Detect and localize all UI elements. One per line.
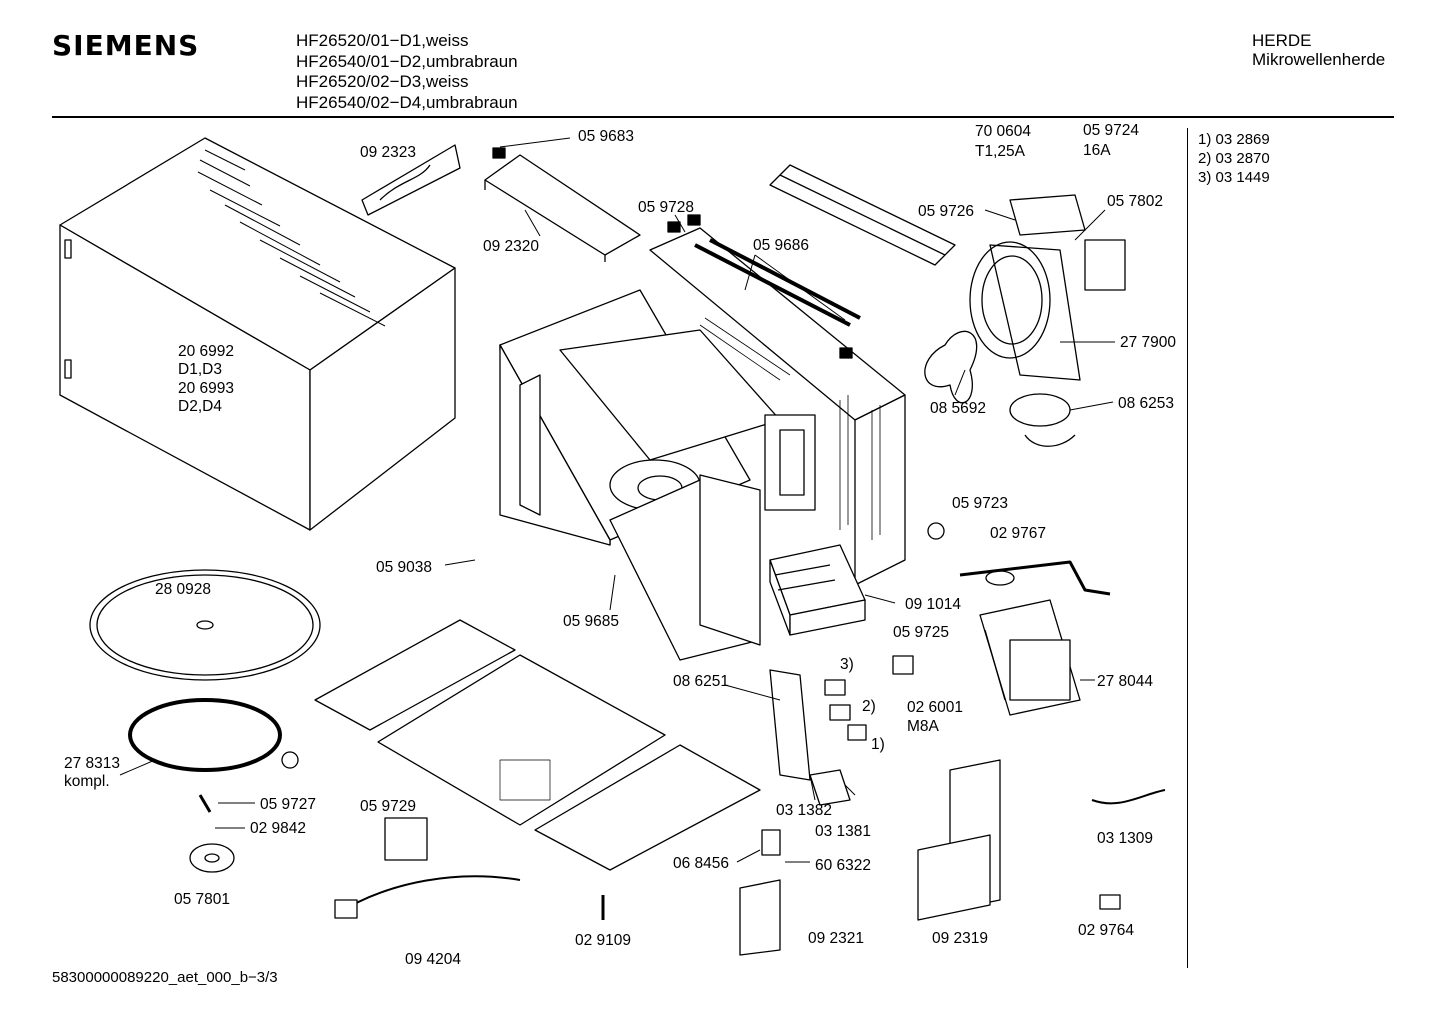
diode	[959, 560, 1111, 596]
leader-lines	[119, 137, 1115, 863]
part-label-059685: 05 9685	[563, 613, 620, 630]
part-label-700604-rating: T1,25A	[975, 143, 1025, 160]
part-label-059726: 05 9726	[918, 203, 975, 220]
note-ref-1: 1)	[871, 736, 885, 753]
header-divider	[52, 116, 1394, 118]
model-line-4: HF26540/02−D4,umbrabraun	[296, 92, 518, 112]
part-label-059683: 05 9683	[578, 128, 635, 145]
note-ref-3: 3)	[840, 656, 854, 673]
product-category: HERDE Mikrowellenherde	[1252, 31, 1385, 69]
part-label-029109: 02 9109	[575, 932, 632, 949]
part-label-057801: 05 7801	[174, 891, 231, 908]
category-line-1: HERDE	[1252, 31, 1312, 50]
base-plates	[314, 619, 761, 871]
lamp-socket	[739, 829, 781, 956]
notes-divider	[1187, 128, 1188, 968]
cover-plate	[384, 817, 428, 861]
part-label-086253: 08 6253	[1118, 395, 1175, 412]
part-label-094204: 09 4204	[405, 951, 462, 968]
part-label-031381: 03 1381	[815, 823, 872, 840]
air-duct	[917, 759, 1001, 921]
part-label-059724-rating: 16A	[1083, 142, 1111, 159]
model-line-2: HF26540/01−D2,umbrabraun	[296, 51, 518, 71]
footnote-2: 2) 03 2870	[1198, 150, 1270, 167]
part-label-092321: 09 2321	[808, 930, 865, 947]
model-line-3: HF26520/02−D3,weiss	[296, 72, 469, 91]
document-id: 58300000089220_aet_000_b−3/3	[52, 969, 278, 986]
part-label-059724: 05 9724	[1083, 122, 1140, 139]
part-label-026001: 02 6001	[907, 699, 964, 716]
part-label-059728: 05 9728	[638, 199, 695, 216]
model-line-1: HF26520/01−D1,weiss	[296, 31, 469, 50]
part-label-092319: 09 2319	[932, 930, 989, 947]
wire-harness	[1091, 789, 1166, 805]
grommet	[927, 522, 945, 540]
part-label-029842: 02 9842	[250, 820, 307, 837]
part-label-026001-rating: M8A	[907, 718, 939, 735]
part-label-091014: 09 1014	[905, 596, 962, 613]
switch-holder	[769, 669, 867, 806]
part-label-206993-variant: D2,D4	[178, 398, 222, 415]
brand-logo: SIEMENS	[52, 29, 200, 62]
thermal-switch	[1099, 894, 1121, 910]
part-label-029767: 02 9767	[990, 525, 1047, 542]
footnote-3: 3) 03 1449	[1198, 169, 1270, 186]
part-label-029764: 02 9764	[1078, 922, 1135, 939]
fan-assembly	[924, 194, 1126, 447]
magnetron	[979, 599, 1081, 716]
category-line-2: Mikrowellenherde	[1252, 50, 1386, 69]
part-label-085692: 08 5692	[930, 400, 987, 417]
fuse-holder	[892, 655, 914, 675]
part-label-059038: 05 9038	[376, 559, 433, 576]
heater-rods	[667, 214, 861, 359]
transformer	[769, 544, 866, 636]
part-label-059725: 05 9725	[893, 624, 950, 641]
part-label-278044: 27 8044	[1097, 673, 1154, 690]
part-label-606322: 60 6322	[815, 857, 872, 874]
part-label-059727: 05 9727	[260, 796, 317, 813]
part-label-278313: 27 8313	[64, 755, 121, 772]
part-label-031309: 03 1309	[1097, 830, 1154, 847]
part-label-206993: 20 6993	[178, 380, 235, 397]
top-brackets	[361, 144, 956, 266]
power-cord	[334, 875, 521, 919]
part-label-700604: 70 0604	[975, 123, 1032, 140]
roller-ring	[128, 698, 282, 772]
motor	[189, 794, 235, 873]
coupler	[281, 751, 299, 769]
part-label-206992: 20 6992	[178, 343, 235, 360]
part-label-092323: 09 2323	[360, 144, 417, 161]
part-label-031382: 03 1382	[776, 802, 833, 819]
part-label-059729: 05 9729	[360, 798, 417, 815]
footnotes: 1) 03 2869 2) 03 2870 3) 03 1449	[1198, 130, 1270, 187]
model-list: HF26520/01−D1,weiss HF26540/01−D2,umbrab…	[296, 31, 518, 113]
oven-cavity	[499, 227, 906, 661]
part-label-280928: 28 0928	[155, 581, 212, 598]
footnote-1: 1) 03 2869	[1198, 131, 1270, 148]
outer-casing	[59, 137, 456, 531]
part-label-277900: 27 7900	[1120, 334, 1177, 351]
part-label-086251: 08 6251	[673, 673, 730, 690]
turntable-plate	[89, 569, 321, 681]
part-label-059723: 05 9723	[952, 495, 1009, 512]
note-ref-2: 2)	[862, 698, 876, 715]
part-label-092320: 09 2320	[483, 238, 540, 255]
part-label-278313-note: kompl.	[64, 773, 110, 790]
part-label-057802: 05 7802	[1107, 193, 1164, 210]
part-label-059686: 05 9686	[753, 237, 810, 254]
part-label-068456: 06 8456	[673, 855, 730, 872]
part-label-206992-variant: D1,D3	[178, 361, 222, 378]
